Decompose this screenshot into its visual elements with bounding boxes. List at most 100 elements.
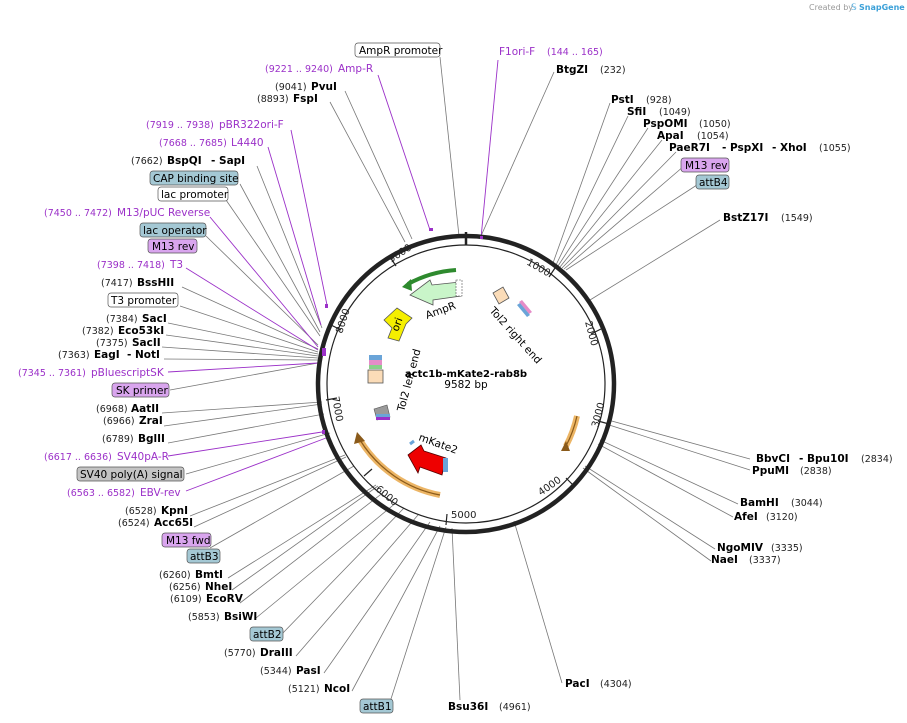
- backbone: [315, 232, 617, 535]
- tol2-left-label: Tol2 left end: [395, 348, 423, 414]
- zrai-position: (6966): [103, 416, 135, 427]
- tol2-right-label: Tol2 right end: [486, 304, 544, 366]
- bsiwi-position: (5853): [188, 612, 220, 623]
- bglii-label: BglII: [138, 433, 165, 445]
- acc65i-position: (6524): [118, 518, 150, 529]
- naei-label: NaeI: [711, 554, 738, 566]
- afei-position: (3120): [766, 512, 798, 523]
- psti-position: (928): [646, 95, 672, 106]
- pbr322-primer-position: (7919 .. 7938): [146, 120, 214, 131]
- bsshii-position: (7417): [101, 278, 133, 289]
- attb2-label: attB2: [253, 629, 282, 641]
- xhoi-label: - XhoI: [772, 142, 807, 154]
- zrai-label: ZraI: [139, 415, 163, 427]
- pspomi-label: PspOMI: [643, 118, 688, 130]
- bsu36i-position: (4961): [499, 702, 531, 713]
- pvui-position: (9041): [275, 82, 307, 93]
- nhei-label: NheI: [205, 581, 232, 593]
- sapi-label: - SapI: [211, 155, 245, 167]
- eco53ki-label: Eco53kI: [118, 325, 164, 337]
- bmti-position: (6260): [159, 570, 191, 581]
- l4440-primer-position: (7668 .. 7685): [159, 138, 227, 149]
- m13rev-left-label: M13 rev: [152, 241, 195, 253]
- m13rev-right-box: [680, 157, 730, 173]
- ecorv-position: (6109): [170, 594, 202, 605]
- ampr-feature: AmpR: [409, 279, 463, 322]
- bglii-position: (6789): [102, 434, 134, 445]
- snapgene-logo-icon: 𝕊: [851, 3, 857, 13]
- saci-label: SacI: [142, 313, 167, 325]
- ori-feature: ori: [383, 307, 413, 342]
- ampr-primer-position: (9221 .. 9240): [265, 64, 333, 75]
- attb2-box: [249, 626, 284, 642]
- bstz17i-position: (1549): [781, 213, 813, 224]
- afei-label: AfeI: [734, 511, 758, 523]
- psti-label: PstI: [611, 94, 634, 106]
- lac-operator-box: [139, 222, 207, 238]
- aatii-position: (6968): [96, 404, 128, 415]
- tol2-left-feature: Tol2 left end: [367, 348, 423, 414]
- left-connectors: [161, 56, 460, 703]
- m13puc-primer-label: M13/pUC Reverse: [117, 207, 210, 219]
- pasi-label: PasI: [296, 665, 321, 677]
- sacii-label: SacII: [132, 337, 161, 349]
- bpu10i-label: - Bpu10I: [799, 453, 849, 465]
- sk-primer-label: SK primer: [116, 385, 168, 397]
- noti-label: - NotI: [127, 349, 160, 361]
- ampr-arc: [407, 268, 457, 286]
- paci-position: (4304): [600, 679, 632, 690]
- tick-label: 5000: [451, 510, 476, 521]
- kpni-label: KpnI: [161, 505, 188, 517]
- pbluescript-primer-label: pBluescriptSK: [91, 367, 165, 379]
- aatii-label: AatII: [131, 403, 159, 415]
- lac-promoter-label: lac promoter: [161, 189, 229, 201]
- bamhi-position: (3044): [791, 498, 823, 509]
- m13rev-left-box: [147, 238, 198, 254]
- tick-marks: [325, 256, 610, 526]
- nhei-position: (6256): [169, 582, 201, 593]
- orange-orf-arc-head: [354, 432, 365, 444]
- right-labels: F1ori-F (144 .. 165) BtgZI (232) PstI (9…: [448, 46, 893, 713]
- bamhi-label: BamHI: [740, 497, 779, 509]
- m13puc-primer-position: (7450 .. 7472): [44, 208, 112, 219]
- ngomiv-label: NgoMIV: [717, 542, 764, 554]
- apai-position: (1054): [697, 131, 729, 142]
- bsu36i-label: Bsu36I: [448, 701, 488, 713]
- draiii-label: DraIII: [260, 647, 293, 659]
- paci-label: PacI: [565, 678, 590, 690]
- plasmid-size: 9582 bp: [444, 379, 488, 391]
- cap-site-label: CAP binding site: [153, 173, 239, 185]
- orange-orf-arc-line: [359, 439, 441, 496]
- attb4-box: [695, 174, 730, 190]
- attb3-box: [186, 548, 221, 564]
- attb1-box: [359, 698, 394, 714]
- sv40-signal-label: SV40 poly(A) signal: [80, 469, 183, 481]
- tol2-right-feature: Tol2 right end: [486, 286, 544, 366]
- ppumi-position: (2838): [800, 466, 832, 477]
- ampr-arc-head: [402, 279, 412, 291]
- ecorv-label: EcoRV: [206, 593, 244, 605]
- attb1-label: attB1: [363, 701, 392, 713]
- fspi-label: FspI: [293, 93, 318, 105]
- eco53ki-position: (7382): [82, 326, 114, 337]
- ncoi-label: NcoI: [324, 683, 350, 695]
- eagi-position: (7363): [58, 350, 90, 361]
- plasmid-name: actc1b-mKate2-rab8b: [405, 369, 527, 380]
- eagi-label: EagI: [94, 349, 120, 361]
- btgzi-label: BtgZI: [556, 64, 588, 76]
- f1ori-primer-label: F1ori-F: [499, 46, 535, 58]
- pbluescript-primer-position: (7345 .. 7361): [18, 368, 86, 379]
- left-labels: AmpR promoter (9221 .. 9240) Amp-R (9041…: [18, 42, 443, 714]
- bbvci-label: BbvCI: [756, 453, 790, 465]
- bsshii-label: BssHII: [137, 277, 174, 289]
- paer7i-label: PaeR7I: [669, 142, 710, 154]
- btgzi-connector: [480, 71, 555, 237]
- pbr322-primer-label: pBR322ori-F: [219, 119, 284, 131]
- bspqi-label: BspQI: [167, 155, 202, 167]
- t3-primer-position: (7398 .. 7418): [97, 260, 165, 271]
- xhoi-position: (1055): [819, 143, 851, 154]
- fspi-position: (8893): [257, 94, 289, 105]
- orange-orf-arc-right-head: [561, 441, 570, 451]
- kpni-position: (6528): [125, 506, 157, 517]
- sv40pa-primer-position: (6617 .. 6636): [44, 452, 112, 463]
